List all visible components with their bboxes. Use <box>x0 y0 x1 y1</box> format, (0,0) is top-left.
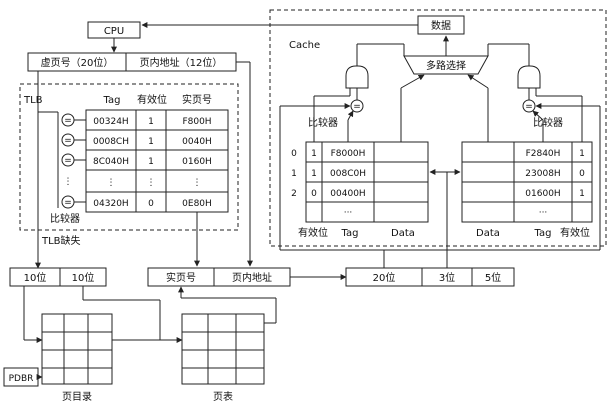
tlb-row-ppn: ⋮ <box>193 178 202 188</box>
cache-valid-bit: 0 <box>579 169 585 179</box>
cache-tag: 008C0H <box>330 169 366 179</box>
vpn-label: 虚页号（20位） <box>41 56 114 69</box>
cache-set-index: 1 <box>291 169 297 179</box>
cache-valid-bit: 1 <box>579 189 585 199</box>
cpu-label: CPU <box>104 26 124 37</box>
right-valid-col-label: 有效位 <box>560 226 590 239</box>
tlb-header-valid: 有效位 <box>137 93 167 106</box>
cache-tag: ··· <box>539 208 548 218</box>
comparator-symbol: = <box>64 156 72 166</box>
offset-label: 页内地址（12位） <box>140 56 223 69</box>
right-data-col-label: Data <box>476 228 500 239</box>
tlb-region <box>19 83 239 231</box>
cache-valid-bit: 1 <box>311 149 317 159</box>
mux-label: 多路选择 <box>426 59 466 72</box>
comparator-symbol: = <box>64 116 72 126</box>
cache-set-index: 0 <box>291 149 297 159</box>
tlb-row-ppn: 0E80H <box>182 199 212 209</box>
comparator-symbol: = <box>64 136 72 146</box>
tlb-row-valid: 0 <box>148 199 154 209</box>
right-tag-col-label: Tag <box>534 228 552 239</box>
cache-tag: F8000H <box>331 149 366 159</box>
cache-title: Cache <box>289 40 320 51</box>
tlb-row-valid: 1 <box>148 137 154 147</box>
cache-tag: 00400H <box>330 189 365 199</box>
tlb-header-ppn: 实页号 <box>182 93 212 106</box>
cache-block-width: 5位 <box>485 271 501 284</box>
cache-block-field <box>471 267 515 287</box>
tlb-row-ppn: 0040H <box>182 137 212 147</box>
tlb-row-valid: 1 <box>148 117 154 127</box>
tlb-row-tag: 0008CH <box>93 137 129 147</box>
right-and-gate <box>517 65 541 89</box>
tlb-comparator-label: 比较器 <box>50 212 80 225</box>
comparator-symbol: = <box>525 102 533 112</box>
cache-valid-bit: 0 <box>311 189 317 199</box>
page-directory-grid <box>41 313 113 385</box>
left-and-gate <box>345 65 369 89</box>
pa-ppn-label: 实页号 <box>166 271 196 284</box>
tlb-header-tag: Tag <box>103 95 121 106</box>
tlb-table <box>85 109 229 213</box>
cache-tag-width: 20位 <box>373 271 396 284</box>
left-data-col-label: Data <box>391 228 415 239</box>
left-valid-col-label: 有效位 <box>298 226 328 239</box>
cache-index-width: 3位 <box>439 271 455 284</box>
page-directory-label: 页目录 <box>62 391 92 403</box>
cache-valid-bit: 1 <box>311 169 317 179</box>
page-table-label: 页表 <box>213 390 233 403</box>
cache-tag: F2840H <box>526 149 561 159</box>
comparator-dots: ⋮ <box>64 177 73 187</box>
cache-valid-bit: 1 <box>579 149 585 159</box>
pa-offset-label: 页内地址 <box>232 271 272 284</box>
page-table-grid <box>181 313 265 385</box>
cache-region <box>269 9 607 247</box>
cache-comparator-label: 比较器 <box>533 116 563 129</box>
cache-comparator-label: 比较器 <box>308 116 338 129</box>
cache-set-index: 2 <box>291 189 297 199</box>
tlb-row-ppn: F800H <box>182 117 211 127</box>
cache-tag: 01600H <box>525 189 560 199</box>
pdbr-label: PDBR <box>9 374 34 384</box>
tlb-row-tag: 8C040H <box>93 157 129 167</box>
tlb-row-tag: 00324H <box>93 117 128 127</box>
tlb-row-ppn: 0160H <box>182 157 212 167</box>
tlb-row-valid: ⋮ <box>147 178 156 188</box>
tlb-title: TLB <box>23 95 43 106</box>
data-output-label: 数据 <box>431 19 451 32</box>
table-index-label: 10位 <box>72 271 95 284</box>
cache-tag: 23008H <box>525 169 560 179</box>
tlb-miss-label: TLB缺失 <box>41 234 81 247</box>
comparator-symbol: = <box>353 102 361 112</box>
multiplexer <box>403 55 489 75</box>
tlb-row-valid: 1 <box>148 157 154 167</box>
left-tag-col-label: Tag <box>341 228 359 239</box>
tlb-row-tag: ⋮ <box>107 178 116 188</box>
tlb-row-tag: 04320H <box>93 199 128 209</box>
comparator-symbol: = <box>64 198 72 208</box>
cache-tag: ··· <box>344 208 353 218</box>
dir-index-label: 10位 <box>24 271 47 284</box>
